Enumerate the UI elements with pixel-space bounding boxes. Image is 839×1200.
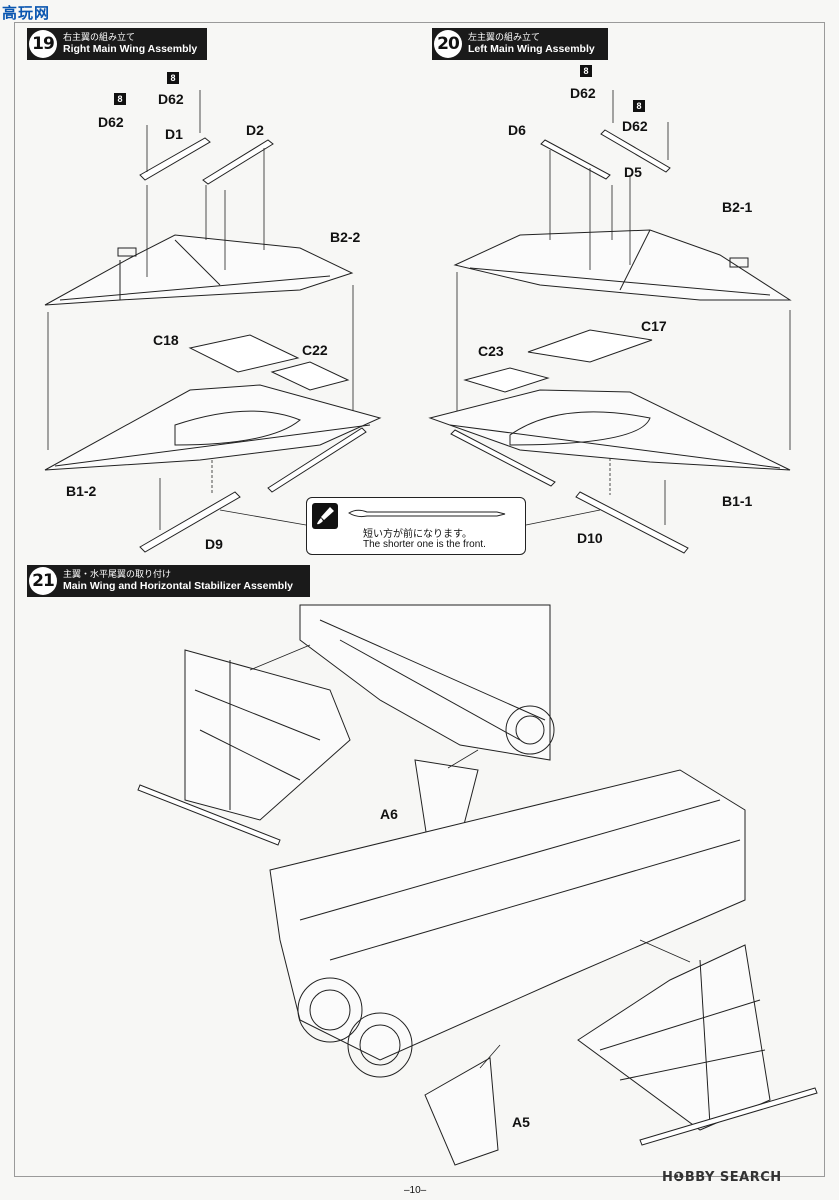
brush-icon	[312, 503, 338, 529]
paint-number-badge: 8	[114, 93, 126, 105]
part-label-b1-2: B1-2	[66, 483, 97, 499]
step-number: 21	[29, 567, 57, 595]
part-label-a6: A6	[380, 806, 398, 822]
page-border	[14, 22, 825, 1177]
note-callout: 短い方が前になります。 The shorter one is the front…	[306, 497, 526, 555]
step-19-header: 19 右主翼の組み立て Right Main Wing Assembly	[27, 28, 207, 60]
part-label-c23: C23	[478, 343, 504, 359]
part-label-d62: D62	[570, 85, 596, 101]
part-missile-19-drawing	[267, 427, 367, 493]
part-d6-drawing	[540, 139, 611, 180]
part-label-b2-1: B2-1	[722, 199, 753, 215]
part-label-c22: C22	[302, 342, 328, 358]
step-title-jp: 右主翼の組み立て	[63, 32, 136, 43]
part-label-d62: D62	[158, 91, 184, 107]
watermark-logo: 高玩网	[2, 4, 51, 22]
part-wing-lower-right-drawing	[577, 944, 818, 1146]
part-label-d62: D62	[622, 118, 648, 134]
paint-number-badge: 8	[633, 100, 645, 112]
part-missile-20-drawing	[450, 429, 556, 487]
part-label-b1-1: B1-1	[722, 493, 753, 509]
part-label-c18: C18	[153, 332, 179, 348]
part-label-b2-2: B2-2	[330, 229, 361, 245]
step-title-jp: 主翼・水平尾翼の取り付け	[63, 569, 172, 580]
part-b1-1-drawing	[428, 389, 791, 471]
part-c23-drawing	[463, 367, 550, 393]
step-title-jp: 左主翼の組み立て	[468, 32, 541, 43]
page-number: –10–	[404, 1185, 427, 1196]
part-label-d9: D9	[205, 536, 223, 552]
step-20-header: 20 左主翼の組み立て Left Main Wing Assembly	[432, 28, 608, 60]
part-b2-1-drawing	[453, 229, 792, 301]
part-d10-drawing	[575, 491, 689, 554]
part-label-a5: A5	[512, 1114, 530, 1130]
paint-number-badge: 8	[580, 65, 592, 77]
aircraft-lower-drawing	[269, 769, 746, 1078]
part-c17-drawing	[527, 329, 653, 363]
part-d1-drawing	[139, 137, 211, 181]
part-label-d5: D5	[624, 164, 642, 180]
step-21-header: 21 主翼・水平尾翼の取り付け Main Wing and Horizontal…	[27, 565, 310, 597]
part-label-d10: D10	[577, 530, 603, 546]
aircraft-upper-drawing	[299, 604, 555, 761]
part-label-d6: D6	[508, 122, 526, 138]
part-c22-drawing	[270, 361, 350, 391]
part-label-d1: D1	[165, 126, 183, 142]
part-b2-2-drawing	[44, 234, 354, 306]
note-text-jp: 短い方が前になります。	[363, 529, 472, 540]
part-wing-upper-left-drawing	[137, 649, 351, 846]
part-c18-drawing	[188, 334, 300, 373]
part-d2-drawing	[202, 139, 274, 185]
part-label-d62: D62	[98, 114, 124, 130]
part-d5-drawing	[600, 129, 671, 173]
part-a5-drawing	[424, 1057, 499, 1166]
brand-watermark: H❶BBY SEARCH	[662, 1170, 782, 1185]
step-number: 20	[434, 30, 462, 58]
note-text-en: The shorter one is the front.	[363, 539, 486, 550]
step-title-en: Left Main Wing Assembly	[468, 43, 595, 56]
part-d9-drawing	[139, 491, 241, 553]
part-label-c17: C17	[641, 318, 667, 334]
step-title-en: Main Wing and Horizontal Stabilizer Asse…	[63, 580, 293, 593]
paint-number-badge: 8	[167, 72, 179, 84]
rod-diagram-icon	[348, 509, 506, 518]
part-b1-2-drawing	[44, 384, 382, 471]
part-label-d2: D2	[246, 122, 264, 138]
step-title-en: Right Main Wing Assembly	[63, 43, 198, 56]
step-number: 19	[29, 30, 57, 58]
